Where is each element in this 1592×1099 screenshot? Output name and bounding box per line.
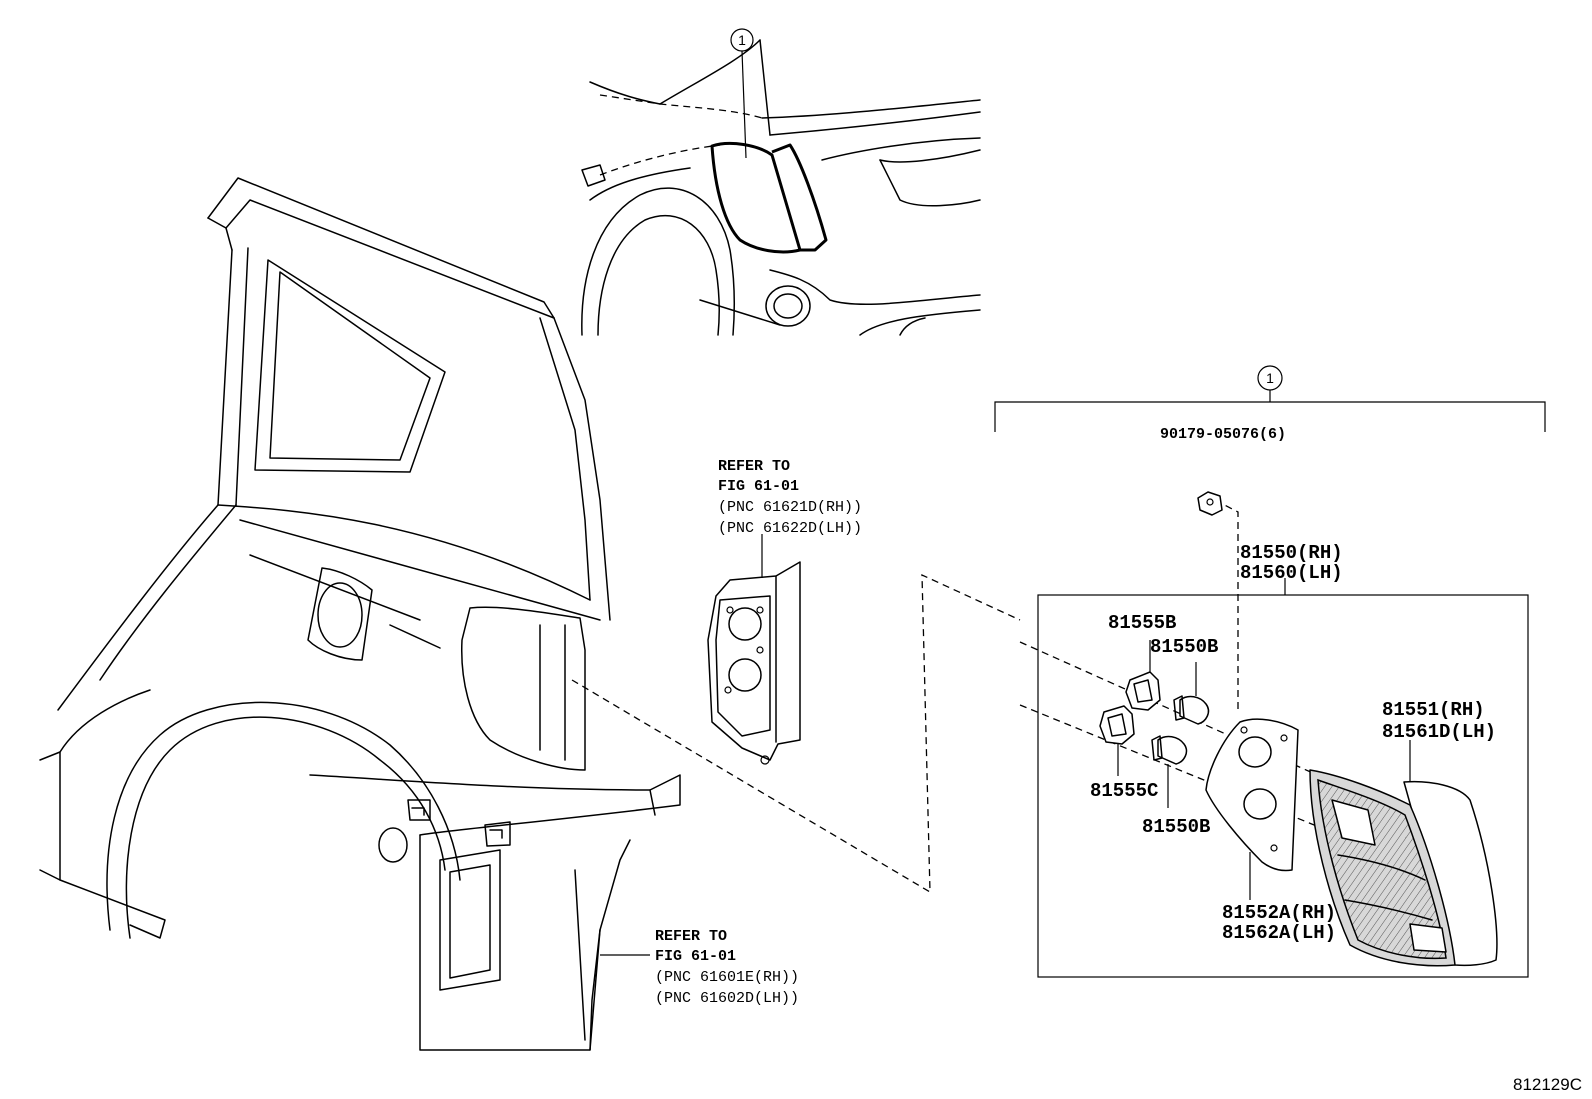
bulb-lower: 81550B xyxy=(1142,735,1210,838)
lens-rh-label: 81551(RH) xyxy=(1382,699,1485,721)
assembly-box xyxy=(1037,594,1529,978)
bulb-b-top-label: 81550B xyxy=(1150,636,1218,658)
gasket-lh-label: 81562A(LH) xyxy=(1222,922,1336,944)
bulb-b-bottom-label: 81550B xyxy=(1142,816,1210,838)
assy-lh-label: 81560(LH) xyxy=(1240,562,1343,584)
gasket-rh-label: 81552A(RH) xyxy=(1222,902,1336,924)
illustration-code: 812129C xyxy=(1513,1075,1582,1094)
refer-upper-line3: (PNC 61621D(RH)) xyxy=(718,499,862,516)
quarter-panel xyxy=(39,177,681,1051)
bulb-upper: 81550B xyxy=(1150,636,1218,725)
refer-upper-line4: (PNC 61622D(LH)) xyxy=(718,520,862,537)
lens-lh-label: 81561D(LH) xyxy=(1382,721,1496,743)
socket-lower: 81555C xyxy=(1090,705,1158,802)
tail-lamp-lens: 81551(RH) 81561D(LH) xyxy=(1309,699,1498,967)
refer-lower-line3: (PNC 61601E(RH)) xyxy=(655,969,799,986)
gasket: 81552A(RH) 81562A(LH) xyxy=(1205,718,1336,944)
socket-c-label: 81555C xyxy=(1090,780,1158,802)
screw: 90179-05076(6) xyxy=(1160,426,1286,516)
socket-b-label: 81555B xyxy=(1108,612,1176,634)
refer-upper-line2: FIG 61-01 xyxy=(718,478,799,495)
refer-lower-line1: REFER TO xyxy=(655,928,727,945)
assy-rh-label: 81550(RH) xyxy=(1240,542,1343,564)
assembly-bracket: 1 xyxy=(994,365,1546,432)
callout-number-bracket: 1 xyxy=(1266,370,1274,386)
refer-lower-line2: FIG 61-01 xyxy=(655,948,736,965)
refer-lower-line4: (PNC 61602D(LH)) xyxy=(655,990,799,1007)
callout-number-top: 1 xyxy=(738,32,746,48)
refer-upper-line1: REFER TO xyxy=(718,458,790,475)
tail-lamp-outline xyxy=(710,141,802,254)
reference-lower: REFER TO FIG 61-01 (PNC 61601E(RH)) (PNC… xyxy=(600,928,799,1007)
socket-upper: 81555B xyxy=(1108,612,1176,711)
vehicle-inset: 1 xyxy=(581,28,981,336)
screw-label: 90179-05076(6) xyxy=(1160,426,1286,443)
reference-bracket-upper: REFER TO FIG 61-01 (PNC 61621D(RH)) (PNC… xyxy=(707,458,862,765)
